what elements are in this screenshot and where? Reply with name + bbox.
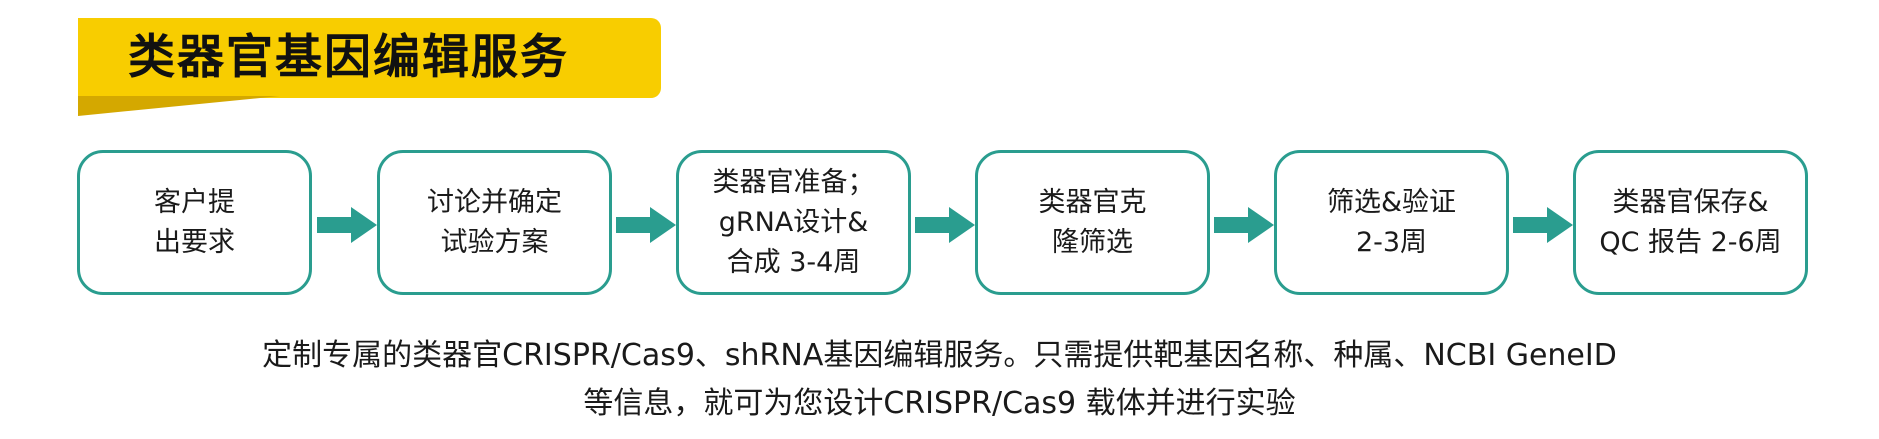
step-6-line-2: QC 报告 2-6周 [1599,226,1782,258]
step-4-line-2: 隆筛选 [1052,226,1133,258]
step-1-box: 客户提 出要求 [77,150,312,295]
step-5-box: 筛选&验证 2-3周 [1274,150,1509,295]
step-4-box: 类器官克 隆筛选 [975,150,1210,295]
right-arrow-icon [1214,207,1274,243]
right-arrow-icon [317,207,377,243]
step-3-line-2: gRNA设计& [718,206,869,238]
banner-tail-decoration [78,96,280,116]
step-2-line-2: 试验方案 [440,226,549,258]
step-6-line-1: 类器官保存& [1612,186,1769,218]
workflow: 客户提 出要求 讨论并确定 试验方案 类器官准备； gRNA设计& 合成 3-4… [77,150,1808,300]
step-2-box: 讨论并确定 试验方案 [377,150,612,295]
description-line-1: 定制专属的类器官CRISPR/Cas9、shRNA基因编辑服务。只需提供靶基因名… [262,338,1617,373]
step-3-line-1: 类器官准备； [712,166,875,198]
right-arrow-icon [915,207,975,243]
right-arrow-icon [616,207,676,243]
description-line-2: 等信息，就可为您设计CRISPR/Cas9 载体并进行实验 [583,386,1296,421]
step-4-line-1: 类器官克 [1038,186,1147,218]
step-3-line-3: 合成 3-4周 [726,246,861,278]
step-5-line-1: 筛选&验证 [1326,186,1457,218]
page-title: 类器官基因编辑服务 [128,30,569,85]
right-arrow-icon [1513,207,1573,243]
step-3-box: 类器官准备； gRNA设计& 合成 3-4周 [676,150,911,295]
step-1-line-1: 客户提 [154,186,235,218]
title-banner [78,18,661,98]
step-5-line-2: 2-3周 [1355,226,1428,258]
step-6-box: 类器官保存& QC 报告 2-6周 [1573,150,1808,295]
step-2-line-1: 讨论并确定 [427,186,562,218]
step-1-line-2: 出要求 [154,226,235,258]
